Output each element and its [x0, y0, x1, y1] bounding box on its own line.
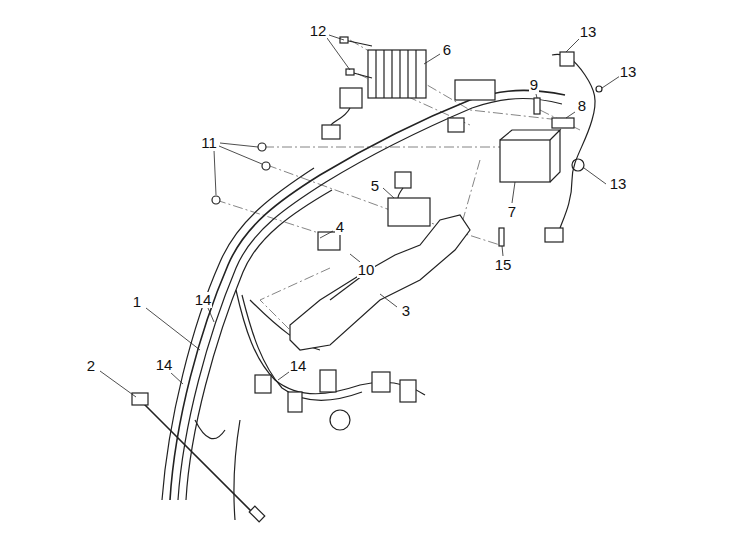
- callout-number: 3: [401, 303, 411, 319]
- callout-number: 7: [507, 204, 517, 220]
- callout-number: 10: [357, 262, 376, 278]
- callout-number: 13: [619, 64, 638, 80]
- callout-number: 15: [494, 257, 513, 273]
- callout-number: 6: [442, 42, 452, 58]
- callout-number: 13: [579, 24, 598, 40]
- callout-number: 14: [289, 358, 308, 374]
- callout-number: 5: [370, 178, 380, 194]
- callout-number: 2: [86, 358, 96, 374]
- callout-number: 1: [132, 294, 142, 310]
- callout-number: 13: [609, 176, 628, 192]
- callout-number: 4: [335, 219, 345, 235]
- callout-number: 12: [309, 23, 328, 39]
- callout-number: 8: [577, 98, 587, 114]
- callout-number: 11: [200, 135, 218, 151]
- callout-number: 14: [194, 292, 213, 308]
- callout-number: 14: [155, 357, 174, 373]
- callout-number: 9: [529, 77, 539, 93]
